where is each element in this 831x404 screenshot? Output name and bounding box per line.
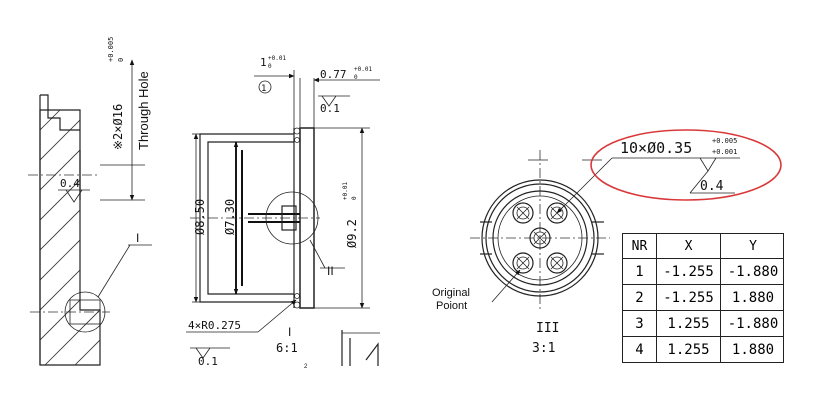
svg-text:+0.01: +0.01 bbox=[342, 182, 349, 200]
detail-scale-I: 6:1 bbox=[276, 341, 298, 355]
svg-text:0: 0 bbox=[117, 58, 125, 62]
svg-text:1: 1 bbox=[260, 56, 267, 69]
front-circular-view: 10×Ø0.35 +0.005 +0.001 0.4 Original Poio… bbox=[432, 129, 782, 356]
hole-dimension: ※2×Ø16 +0.005 0 bbox=[107, 37, 125, 150]
cell-x: -1.255 bbox=[657, 285, 721, 310]
svg-text:0: 0 bbox=[268, 63, 272, 70]
origin-label-line1: Original bbox=[432, 287, 470, 299]
cell-y: -1.880 bbox=[727, 263, 779, 280]
origin-label-line2: Poiont bbox=[436, 300, 467, 312]
svg-text:0: 0 bbox=[351, 196, 358, 200]
circle-ref-1: 1 bbox=[261, 84, 266, 94]
cell-x: 1.255 bbox=[657, 337, 721, 362]
table-row: 2 -1.255 1.880 bbox=[622, 285, 784, 311]
table-row: 3 1.255 -1.880 bbox=[622, 311, 784, 337]
cell-nr: 3 bbox=[623, 311, 657, 336]
outer-ring bbox=[481, 179, 599, 297]
detail-ref-I: I bbox=[136, 231, 139, 245]
detail-circle-II bbox=[265, 191, 319, 245]
dia-8-50: Ø8.50 bbox=[193, 199, 207, 235]
svg-text:+0.005: +0.005 bbox=[712, 137, 737, 145]
svg-text:+0.001: +0.001 bbox=[712, 148, 737, 156]
cell-x: 1.255 bbox=[657, 311, 721, 336]
svg-text:※2×Ø16: ※2×Ø16 bbox=[111, 104, 125, 150]
svg-text:Ø9.2: Ø9.2 bbox=[345, 219, 359, 248]
detail-circle-I bbox=[64, 291, 106, 333]
svg-text:0: 0 bbox=[354, 74, 358, 81]
cell-nr: 4 bbox=[623, 337, 657, 362]
hole-flatness: 0.4 bbox=[700, 179, 724, 194]
table-header: NR X Y bbox=[622, 233, 784, 259]
through-hole-label: Through Hole bbox=[136, 71, 151, 150]
svg-text:10×Ø0.35: 10×Ø0.35 bbox=[620, 139, 692, 157]
hole-spec: 10×Ø0.35 +0.005 +0.001 bbox=[620, 137, 737, 157]
middle-section-view: II 1 +0.01 0 1 0.77 +0.01 0 0.1 Ø8.50 Ø bbox=[186, 55, 380, 370]
header-x: X bbox=[657, 234, 721, 258]
coordinate-table: NR X Y 1 -1.255 -1.880 2 -1.255 1.880 3 … bbox=[622, 233, 784, 363]
left-section-view: 0.4 I ※2×Ø16 +0.005 0 Through Hole bbox=[28, 37, 152, 366]
radius-label: 4×R0.275 bbox=[188, 319, 241, 332]
highlight-ellipse bbox=[590, 129, 782, 201]
dim-top-1: 1 +0.01 0 bbox=[260, 55, 286, 70]
datum-triangle-top bbox=[321, 95, 337, 107]
detail-label-III: III bbox=[536, 321, 559, 336]
cell-y: 1.880 bbox=[731, 341, 775, 358]
hole-pattern bbox=[512, 202, 568, 274]
flatness-value-left: 0.4 bbox=[60, 177, 80, 190]
cell-y: -1.880 bbox=[727, 315, 779, 332]
svg-text:0.77: 0.77 bbox=[320, 68, 347, 81]
svg-text:+0.01: +0.01 bbox=[268, 55, 286, 62]
detail-ref-II: II bbox=[327, 264, 334, 278]
cell-nr: 1 bbox=[623, 259, 657, 284]
dia-9-2: Ø9.2 +0.01 0 bbox=[342, 182, 359, 248]
dim-right-top: 0.77 +0.01 0 bbox=[320, 66, 372, 81]
small-mark: 2 bbox=[304, 364, 308, 370]
datum-triangle-bottom bbox=[195, 347, 211, 359]
cell-y: 1.880 bbox=[731, 289, 775, 306]
dia-7-30: Ø7.30 bbox=[223, 199, 237, 235]
svg-text:+0.005: +0.005 bbox=[107, 37, 115, 62]
flatness-bottom: 0.1 bbox=[198, 355, 218, 368]
datum-triangle-spec bbox=[699, 157, 717, 172]
cell-x: -1.255 bbox=[657, 259, 721, 284]
table-row: 4 1.255 1.880 bbox=[622, 337, 784, 363]
cell-nr: 2 bbox=[623, 285, 657, 310]
flatness-top: 0.1 bbox=[320, 102, 340, 115]
svg-text:+0.01: +0.01 bbox=[354, 66, 372, 73]
header-y: Y bbox=[749, 238, 757, 254]
header-nr: NR bbox=[623, 234, 657, 258]
table-row: 1 -1.255 -1.880 bbox=[622, 259, 784, 285]
detail-label-I: I bbox=[288, 325, 291, 339]
datum-triangle-left bbox=[65, 189, 83, 203]
detail-scale-III: 3:1 bbox=[532, 341, 555, 356]
